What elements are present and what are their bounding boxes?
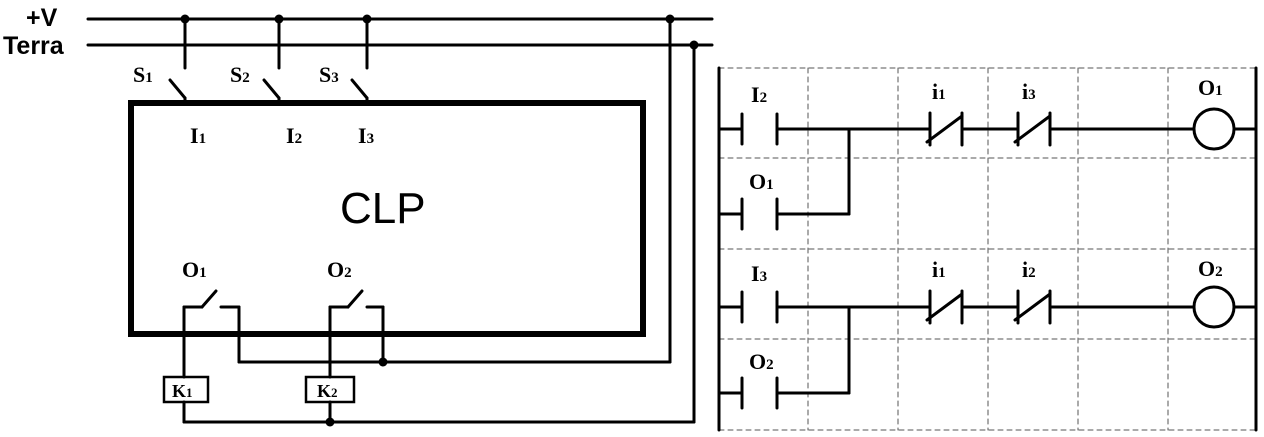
- ladder-label-i2: I2: [751, 82, 767, 107]
- switch-s2: [262, 78, 281, 100]
- ladder-label-i3: i3: [1022, 79, 1036, 104]
- ladder-label-i2-nc: i2: [1022, 257, 1036, 282]
- ladder-label-i3-no: I3: [751, 261, 767, 286]
- rung2-coil: [1192, 285, 1236, 329]
- label-i3: I3: [358, 123, 374, 148]
- switch-s1: [168, 78, 187, 100]
- switch-s3: [350, 78, 369, 100]
- junction-dot: [325, 417, 335, 427]
- label-i2: I2: [286, 123, 302, 148]
- ladder-label-coil-o2: O2: [1198, 256, 1223, 281]
- junction-dot: [689, 40, 699, 50]
- label-k1: K1: [172, 381, 193, 401]
- plc-box: [128, 100, 646, 337]
- terra-label: Terra: [3, 32, 65, 60]
- ladder-label-i1-2: i1: [932, 257, 946, 282]
- ladder-label-coil-o1: O1: [1198, 75, 1223, 100]
- plc-title: CLP: [340, 184, 426, 233]
- ladder-label-i1: i1: [932, 79, 946, 104]
- label-s1: S1: [133, 62, 153, 87]
- label-s3: S3: [319, 62, 339, 87]
- junction-dot: [180, 14, 190, 24]
- label-o1: O1: [182, 257, 207, 282]
- junction-dot: [274, 14, 284, 24]
- junction-dot: [665, 14, 675, 24]
- label-i1: I1: [190, 123, 206, 148]
- ladder-label-seal-o1: O1: [749, 169, 774, 194]
- label-s2: S2: [230, 62, 250, 87]
- label-k2: K2: [317, 381, 338, 401]
- ladder-label-seal-o2: O2: [749, 349, 774, 374]
- rung1-coil: [1192, 107, 1236, 151]
- junction-dot: [362, 14, 372, 24]
- relay-k1: [162, 375, 210, 404]
- junction-dot: [378, 357, 388, 367]
- label-o2: O2: [327, 257, 352, 282]
- plus-v-label: +V: [26, 4, 58, 32]
